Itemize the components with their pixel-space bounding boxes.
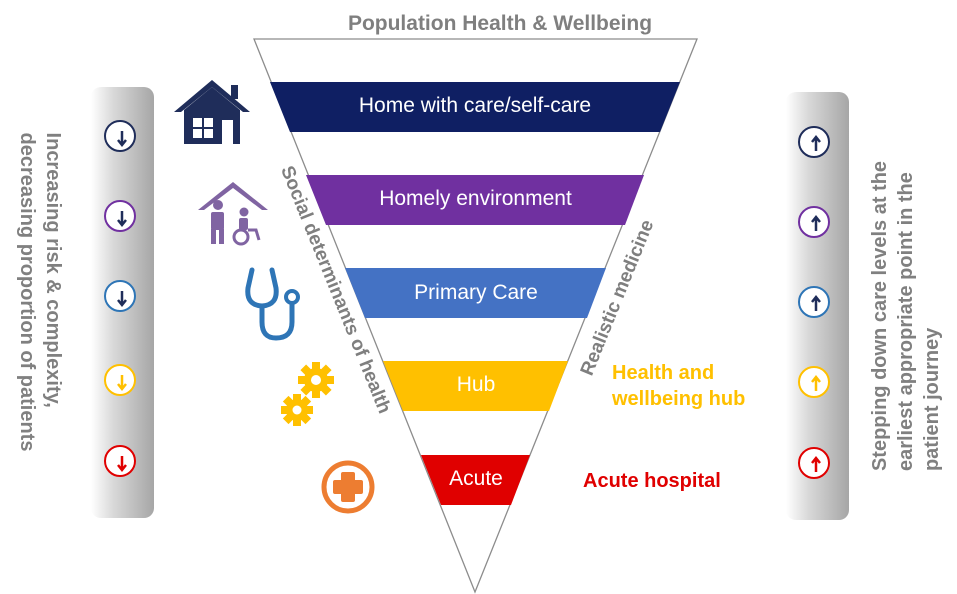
house-icon (174, 80, 250, 144)
band-label-homely-environment: Homely environment (379, 187, 572, 210)
band-acute (421, 455, 530, 505)
band-label-hub: Hub (456, 373, 496, 396)
band-home-with-care (270, 82, 680, 132)
gears-icon (281, 362, 334, 426)
arrow-down-icon (104, 364, 136, 396)
arrow-down-icon (104, 445, 136, 477)
arrow-down-icon (104, 280, 136, 312)
diagram-title: Population Health & Wellbeing (347, 12, 653, 35)
band-primary-care (345, 268, 606, 318)
band-label-primary-care: Primary Care (414, 281, 538, 304)
band-label-home-with-care: Home with care/self-care (358, 94, 592, 117)
band-homely-environment (306, 175, 644, 225)
arrow-up-icon (798, 286, 830, 318)
arrow-up-icon (798, 206, 830, 238)
left-panel-text: Increasing risk & complexity, decreasing… (14, 133, 66, 452)
arrow-down-icon (104, 200, 136, 232)
right-panel-text-line-1: Stepping down care levels at the (869, 160, 891, 472)
hub-side-label-line-2: wellbeing hub (612, 388, 746, 410)
right-panel-text-line-2: earliest appropriate point in the (895, 172, 917, 472)
arrow-up-icon (798, 126, 830, 158)
stethoscope-icon (245, 267, 300, 341)
band-label-acute: Acute (449, 467, 503, 490)
left-panel-text-line-1: Increasing risk & complexity, (42, 132, 64, 408)
hub-side-label-line-1: Health and (612, 362, 715, 384)
hub-side-label: Health and wellbeing hub (612, 360, 745, 412)
medical-cross-icon (321, 460, 375, 514)
arrow-down-icon (104, 120, 136, 152)
right-panel-text-line-3: patient journey (921, 327, 943, 472)
band-hub (383, 361, 568, 411)
acute-hospital-label: Acute hospital (583, 470, 721, 492)
left-panel-text-line-2: decreasing proportion of patients (16, 132, 38, 452)
arrow-up-icon (798, 366, 830, 398)
right-panel-text: Stepping down care levels at the earlies… (867, 161, 945, 471)
arrow-up-icon (798, 447, 830, 479)
carers-home-icon (198, 182, 268, 246)
